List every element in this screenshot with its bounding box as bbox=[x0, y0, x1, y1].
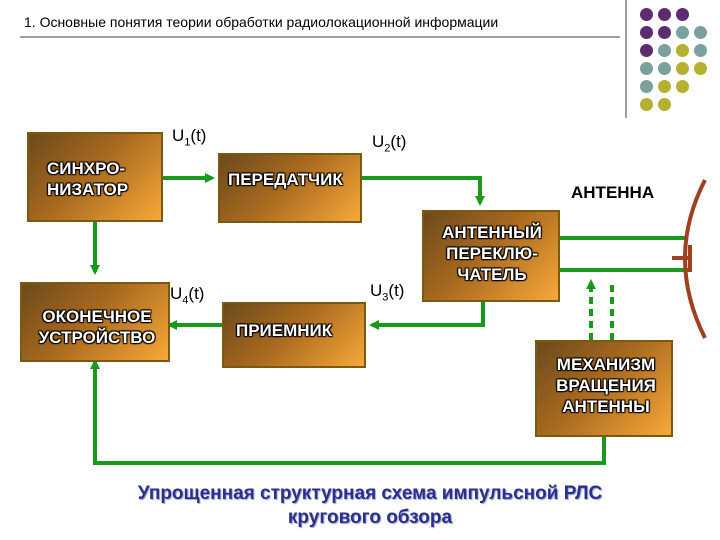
dot bbox=[640, 80, 653, 93]
dot bbox=[694, 26, 707, 39]
caption-line1: Упрощенная структурная схема импульсной … bbox=[137, 483, 603, 504]
dot bbox=[676, 80, 689, 93]
dot bbox=[676, 44, 689, 57]
dot bbox=[640, 62, 653, 75]
rotation-label-line3: АНТЕННЫ bbox=[562, 397, 650, 416]
dot bbox=[640, 98, 653, 111]
link-transmitter-switch bbox=[362, 176, 485, 206]
signal-u2: U2(t) bbox=[372, 132, 407, 155]
dot bbox=[658, 62, 671, 75]
link-rotation-output bbox=[90, 359, 606, 465]
transmitter-block: ПЕРЕДАТЧИК bbox=[218, 153, 362, 223]
synchronizer-block: СИНХРО- НИЗАТОР bbox=[27, 132, 163, 222]
rotation-label-line2: ВРАЩЕНИЯ bbox=[556, 376, 656, 395]
dot bbox=[676, 26, 689, 39]
switch-label-line2: ПЕРЕКЛЮ- bbox=[446, 244, 538, 263]
dot bbox=[640, 26, 653, 39]
receiver-label: ПРИЕМНИК bbox=[236, 321, 333, 340]
antenna-switch-block: АНТЕННЫЙ ПЕРЕКЛЮ- ЧАТЕЛЬ bbox=[422, 210, 560, 302]
synchronizer-label-line1: СИНХРО- bbox=[47, 159, 126, 178]
dot bbox=[658, 44, 671, 57]
signal-u3: U3(t) bbox=[370, 281, 405, 304]
dot bbox=[694, 44, 707, 57]
rotation-label-line1: МЕХАНИЗМ bbox=[556, 355, 656, 374]
transmitter-label: ПЕРЕДАТЧИК bbox=[228, 170, 343, 189]
dot bbox=[658, 8, 671, 21]
dot bbox=[676, 62, 689, 75]
link-switch-receiver bbox=[369, 302, 485, 330]
synchronizer-label-line2: НИЗАТОР bbox=[47, 180, 129, 199]
rotation-mechanism-block: МЕХАНИЗМ ВРАЩЕНИЯ АНТЕННЫ bbox=[535, 340, 673, 437]
caption-line2: кругового обзора bbox=[287, 507, 453, 528]
dot bbox=[676, 8, 689, 21]
output-label-line2: УСТРОЙСТВО bbox=[38, 328, 156, 347]
antenna-label: АНТЕННА bbox=[571, 183, 655, 202]
slide-title: 1. Основные понятия теории обработки рад… bbox=[24, 14, 499, 30]
output-device-block: ОКОНЕЧНОЕ УСТРОЙСТВО bbox=[20, 282, 170, 362]
signal-u4: U4(t) bbox=[170, 284, 205, 307]
dot bbox=[658, 98, 671, 111]
signal-u1: U1(t) bbox=[172, 126, 207, 149]
dot bbox=[658, 26, 671, 39]
switch-label-line3: ЧАТЕЛЬ bbox=[457, 265, 527, 284]
dot bbox=[640, 44, 653, 57]
receiver-block: ПРИЕМНИК bbox=[222, 302, 366, 368]
diagram-caption: Упрощенная структурная схема импульсной … bbox=[60, 482, 680, 530]
switch-label-line1: АНТЕННЫЙ bbox=[442, 223, 542, 242]
header: 1. Основные понятия теории обработки рад… bbox=[20, 8, 620, 38]
dot bbox=[694, 62, 707, 75]
dot bbox=[658, 80, 671, 93]
header-divider bbox=[625, 0, 627, 118]
output-label-line1: ОКОНЕЧНОЕ bbox=[42, 307, 152, 326]
dot bbox=[640, 8, 653, 21]
